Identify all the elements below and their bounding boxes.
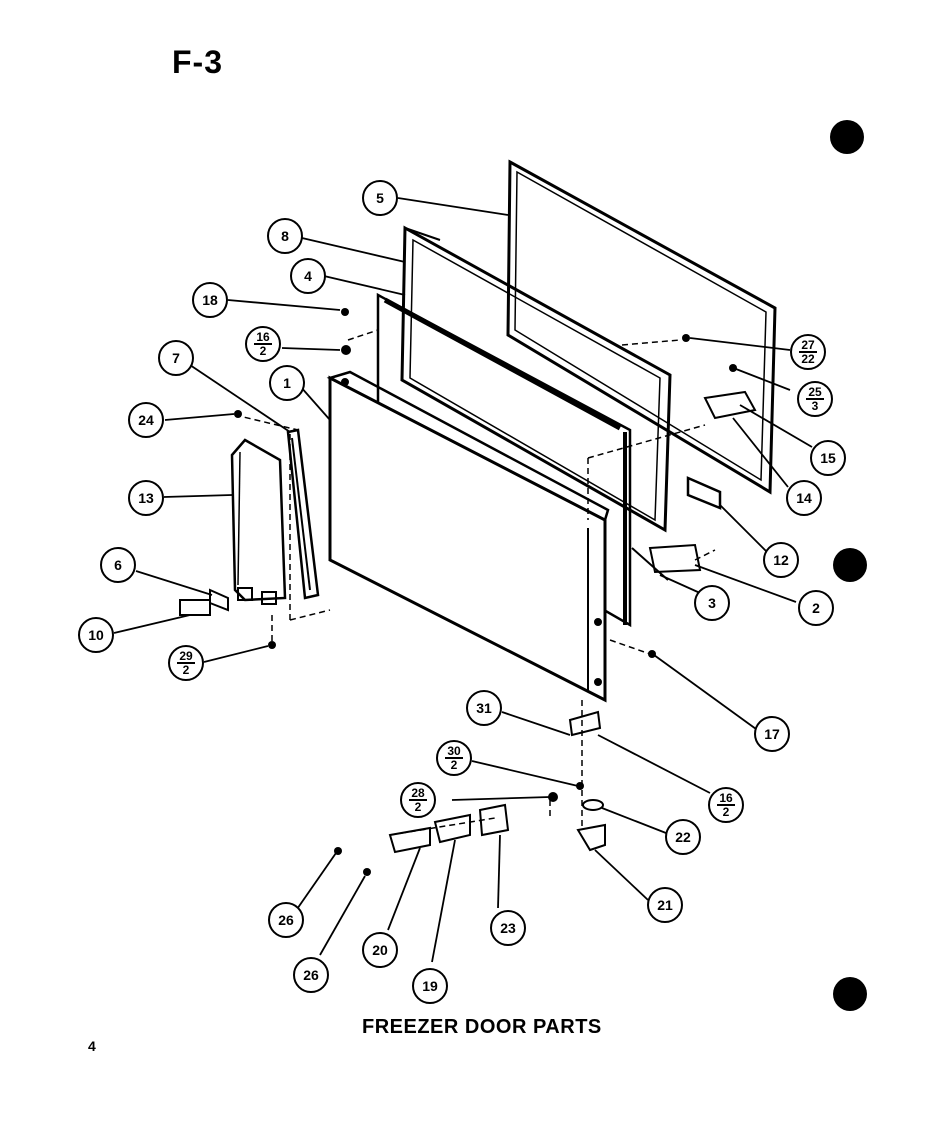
callout-numerator: 16 [254, 330, 272, 345]
diagram-caption: FREEZER DOOR PARTS [362, 1016, 602, 1038]
part-bottom-bracket [568, 710, 602, 737]
callout-26-lower: 26 [293, 957, 329, 993]
callout-26-upper: 26 [268, 902, 304, 938]
callout-denominator: 2 [259, 344, 267, 358]
callout-numerator: 30 [445, 744, 463, 759]
callout-12: 12 [763, 542, 799, 578]
part-bracket-20 [388, 826, 431, 854]
callout-numerator: 29 [177, 649, 195, 664]
part-bracket-23 [478, 803, 510, 837]
callout-denominator: 2 [722, 805, 730, 819]
callout-22: 22 [665, 819, 701, 855]
part-door-panel [326, 370, 610, 703]
callout-18: 18 [192, 282, 228, 318]
callout-7: 7 [158, 340, 194, 376]
part-nameplate-bracket [209, 588, 229, 612]
callout-31: 31 [466, 690, 502, 726]
callout-denominator: 2 [450, 758, 458, 772]
callout-15: 15 [810, 440, 846, 476]
callout-25-3: 25 3 [797, 381, 833, 417]
leader-lines [113, 197, 813, 963]
callout-denominator: 2 [414, 800, 422, 814]
binder-hole-bottom [833, 977, 867, 1011]
figure-id: F-3 [172, 44, 223, 80]
callout-denominator: 22 [801, 352, 815, 366]
callout-6: 6 [100, 547, 136, 583]
callout-24: 24 [128, 402, 164, 438]
callout-numerator: 28 [409, 786, 427, 801]
callout-numerator: 25 [806, 385, 824, 400]
callout-4: 4 [290, 258, 326, 294]
callout-numerator: 27 [799, 338, 817, 353]
callout-5: 5 [362, 180, 398, 216]
callout-30-2: 30 2 [436, 740, 472, 776]
callout-20: 20 [362, 932, 398, 968]
part-bracket-19 [433, 813, 471, 844]
callout-13: 13 [128, 480, 164, 516]
callout-1: 1 [269, 365, 305, 401]
callout-14: 14 [786, 480, 822, 516]
callout-numerator: 16 [717, 791, 735, 806]
part-liner-back [506, 159, 777, 495]
part-bottom-hinge-pin [576, 823, 606, 852]
callout-23: 23 [490, 910, 526, 946]
assembly-guides [234, 329, 716, 836]
callout-8: 8 [267, 218, 303, 254]
part-upper-hinge [703, 390, 757, 420]
part-nameplate [179, 599, 211, 616]
callout-28-2: 28 2 [400, 782, 436, 818]
callout-16-2-lower: 16 2 [708, 787, 744, 823]
callout-2: 2 [798, 590, 834, 626]
callout-17: 17 [754, 716, 790, 752]
callout-19: 19 [412, 968, 448, 1004]
callout-denominator: 3 [811, 399, 819, 413]
callout-16-2-upper: 16 2 [245, 326, 281, 362]
callout-29-2: 29 2 [168, 645, 204, 681]
part-gasket [400, 225, 672, 533]
part-rail [686, 476, 722, 510]
callout-10: 10 [78, 617, 114, 653]
callout-3: 3 [694, 585, 730, 621]
part-handle [230, 438, 287, 605]
binder-hole-middle [833, 548, 867, 582]
binder-hole-top [830, 120, 864, 154]
callout-27-22: 27 22 [790, 334, 826, 370]
callout-21: 21 [647, 887, 683, 923]
part-lower-hinge [631, 543, 702, 581]
callout-denominator: 2 [182, 663, 190, 677]
part-handle-trim [286, 428, 320, 600]
part-washer [582, 799, 604, 811]
page-number: 4 [88, 1038, 96, 1054]
